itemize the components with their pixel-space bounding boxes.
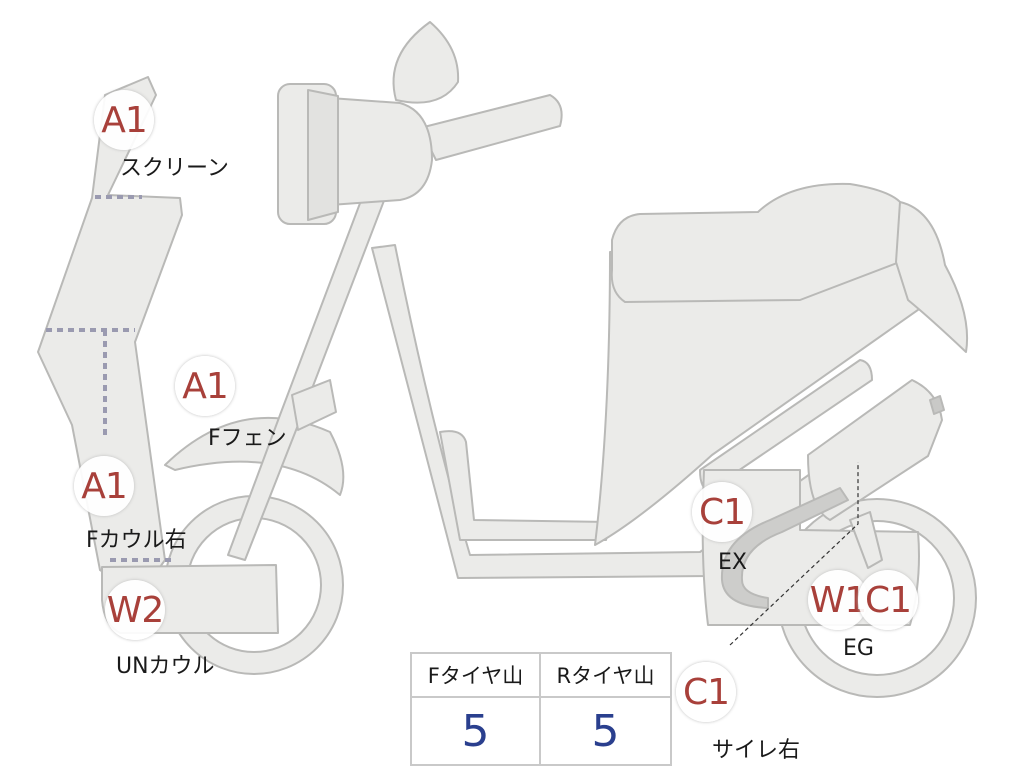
marker-ex-label: EX — [718, 550, 747, 575]
marker-screen-badge: A1 — [94, 90, 154, 150]
mirror — [392, 21, 460, 104]
marker-screen-label: スクリーン — [120, 156, 229, 181]
marker-eg-c1-badge: C1 — [858, 570, 918, 630]
tail-cowl — [895, 201, 969, 353]
exhaust-pipe — [720, 487, 849, 609]
marker-un-cowl-badge: W2 — [105, 580, 165, 640]
front-tire-header: Fタイヤ山 — [412, 654, 541, 698]
rear-tire-header: Rタイヤ山 — [541, 654, 670, 698]
marker-muffler-r-label: サイレ右 — [712, 738, 801, 763]
marker-un-cowl-label: UNカウル — [116, 654, 215, 679]
leader-muffler — [729, 462, 859, 646]
marker-f-cowl-r-badge: A1 — [74, 456, 134, 516]
front-fork — [227, 184, 391, 561]
marker-f-fender-badge: A1 — [175, 356, 235, 416]
marker-muffler-r-badge: C1 — [676, 662, 736, 722]
marker-ex-badge: C1 — [692, 482, 752, 542]
front-fender-shape — [164, 416, 345, 496]
marker-f-fender-label: Fフェン — [208, 426, 287, 451]
marker-eg-label: EG — [843, 636, 874, 661]
marker-f-cowl-r-label: Fカウル右 — [86, 528, 187, 553]
handlebar — [419, 94, 563, 161]
rear-tire-value: 5 — [591, 705, 620, 757]
seat — [610, 182, 936, 303]
air-box — [807, 379, 943, 521]
tire-tread-table: Fタイヤ山 Rタイヤ山 5 5 — [410, 652, 672, 766]
front-tire-value: 5 — [412, 698, 541, 764]
headlight-cover — [329, 97, 433, 206]
